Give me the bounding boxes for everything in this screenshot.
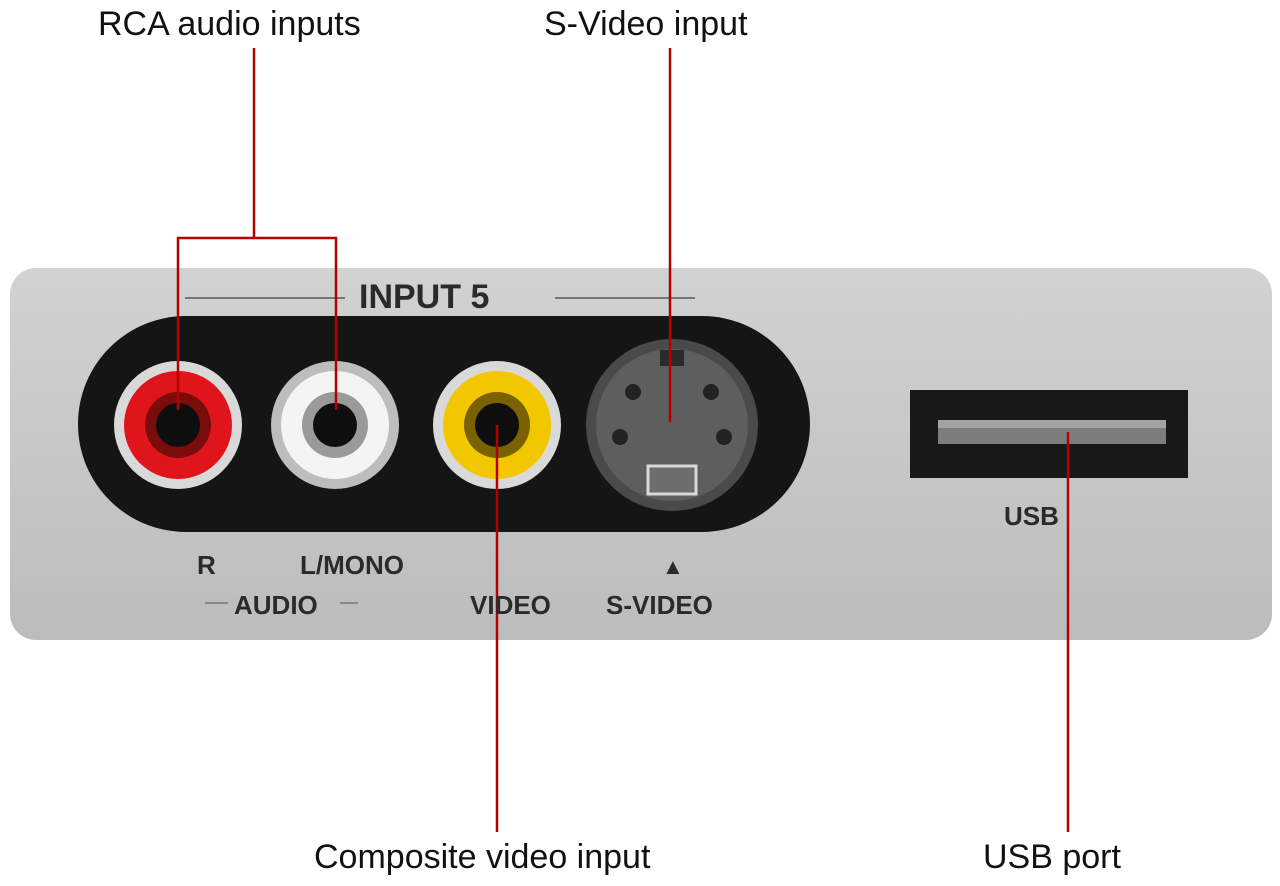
label-l-mono: L/MONO — [300, 550, 404, 580]
svideo-connector — [586, 339, 758, 511]
usb-port — [910, 390, 1188, 478]
rca-jack-red — [114, 361, 242, 489]
label-r: R — [197, 550, 216, 580]
callout-usb-port: USB port — [983, 838, 1121, 876]
label-usb: USB — [1004, 501, 1059, 531]
rca-jack-white — [271, 361, 399, 489]
callout-line-rca-bracket — [176, 236, 338, 410]
label-svideo: S-VIDEO — [606, 590, 713, 620]
label-video: VIDEO — [470, 590, 551, 620]
callout-composite-video-input: Composite video input — [314, 838, 651, 876]
panel-title: INPUT 5 — [359, 278, 490, 316]
callout-svideo-input: S-Video input — [544, 5, 748, 43]
callout-rca-audio-inputs: RCA audio inputs — [98, 5, 361, 43]
label-audio: AUDIO — [234, 590, 318, 620]
label-svideo-arrow: ▲ — [662, 554, 684, 579]
callout-lines — [176, 48, 1070, 832]
